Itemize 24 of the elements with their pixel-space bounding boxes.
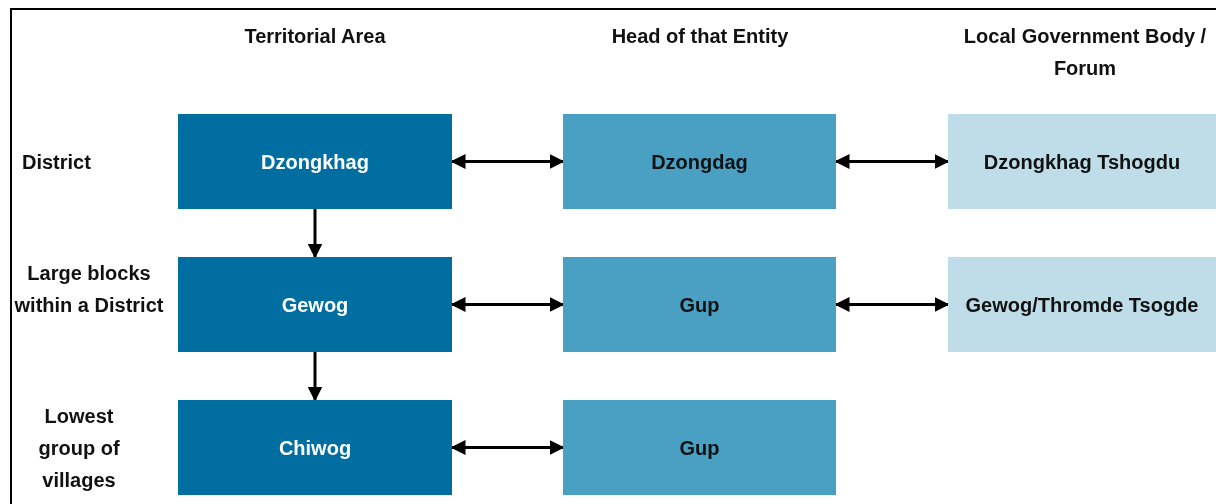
row-label: Lowest group of villages (37, 404, 121, 493)
box-label: Dzongkhag (261, 149, 369, 175)
box-label: Gup (679, 292, 720, 318)
column-header: Local Government Body / Forum (962, 24, 1208, 81)
box-label: Gup (679, 435, 720, 461)
process-box (948, 257, 1216, 352)
process-box (178, 114, 452, 209)
box-label: Dzongdag (651, 149, 748, 175)
row-label: Large blocks within a District (14, 261, 164, 318)
row-label: District (22, 150, 92, 175)
box-label: Chiwog (278, 435, 352, 461)
process-box (178, 257, 452, 352)
double-arrow (307, 352, 323, 402)
box-label: Dzongkhag Tshogdu (983, 149, 1181, 175)
double-arrow (307, 209, 323, 259)
process-box (563, 400, 836, 495)
column-header: Territorial Area (243, 24, 387, 49)
box-label: Gewog (281, 292, 349, 318)
process-box (563, 114, 836, 209)
process-box (563, 257, 836, 352)
box-label: Gewog/Thromde Tsogde (965, 292, 1199, 318)
process-box (178, 400, 452, 495)
process-box (948, 114, 1216, 209)
column-header: Head of that Entity (610, 24, 790, 49)
